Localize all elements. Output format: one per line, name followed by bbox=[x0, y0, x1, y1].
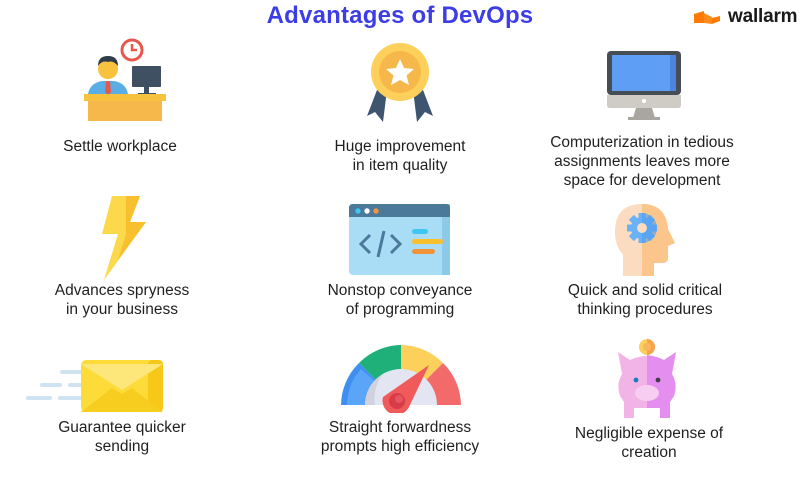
item-label: Guarantee quicker sending bbox=[58, 419, 186, 455]
head-gear-icon bbox=[614, 203, 676, 277]
item-label: Negligible expense of creation bbox=[574, 425, 724, 461]
office-desk-clock-icon bbox=[80, 38, 170, 123]
item-label: Settle workplace bbox=[63, 138, 177, 155]
lightning-bolt-icon bbox=[100, 196, 150, 280]
logo-text: wallarm bbox=[728, 6, 798, 27]
medal-star-icon bbox=[363, 42, 437, 124]
piggy-bank-coin-icon bbox=[612, 338, 682, 420]
wallarm-logo-icon bbox=[694, 11, 720, 24]
item-label: Quick and solid critical thinking proced… bbox=[567, 282, 723, 318]
desktop-monitor-icon bbox=[606, 50, 682, 122]
fast-envelope-icon bbox=[26, 360, 166, 414]
item-label: Straight forwardness prompts high effici… bbox=[320, 419, 480, 455]
code-window-icon bbox=[348, 203, 451, 276]
page-title: Advantages of DevOps bbox=[266, 2, 534, 29]
item-label: Computerization in tedious assignments l… bbox=[550, 134, 734, 189]
speedometer-gauge-icon bbox=[337, 341, 465, 415]
item-label: Huge improvement in item quality bbox=[334, 138, 466, 174]
wallarm-logo[interactable]: wallarm bbox=[692, 6, 798, 28]
item-label: Nonstop conveyance of programming bbox=[327, 282, 473, 318]
item-label: Advances spryness in your business bbox=[54, 282, 190, 318]
